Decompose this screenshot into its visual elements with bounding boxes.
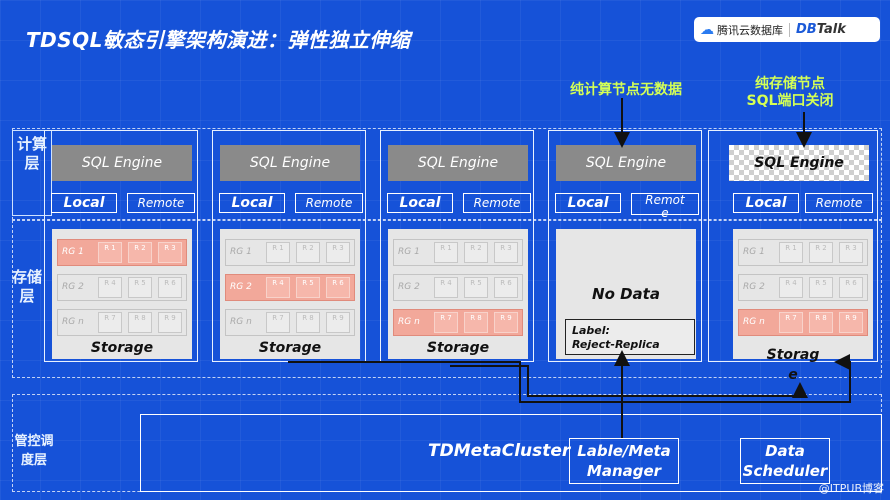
reject-replica-label: Label: Reject-Replica xyxy=(565,319,695,355)
replica-cell: R 4 xyxy=(434,277,458,298)
tdmetacluster-box xyxy=(140,414,882,492)
replica-cell: R 3 xyxy=(494,242,518,263)
no-data-label: No Data xyxy=(592,285,660,303)
remote-box: Remote xyxy=(463,193,531,213)
replica-cell: R 6 xyxy=(158,277,182,298)
replica-cell: R 3 xyxy=(326,242,350,263)
node-column-2: SQL Engine Local Remote RG 1 R 1 R 2 R 3… xyxy=(212,130,366,362)
storage-label-wrapped: Storag e xyxy=(766,347,820,383)
replica-cell: R 1 xyxy=(434,242,458,263)
compute-layer-label-box xyxy=(12,130,52,216)
local-box: Local xyxy=(733,193,799,213)
replica-cell: R 2 xyxy=(809,242,833,263)
replica-cell: R 8 xyxy=(464,312,488,333)
local-box: Local xyxy=(51,193,117,213)
replica-cell: R 1 xyxy=(779,242,803,263)
replica-cell: R 4 xyxy=(98,277,122,298)
local-box: Local xyxy=(219,193,285,213)
remote-box: Remote xyxy=(127,193,195,213)
mgmt-layer-label: 管控调度层 xyxy=(14,434,54,468)
replica-cell: R 8 xyxy=(296,312,320,333)
rg-row-2: RG 2 R 4 R 5 R 6 xyxy=(393,274,523,301)
rg-row-1: RG 1 R 1 R 2 R 3 xyxy=(393,239,523,266)
rg-row-1: RG 1 R 1 R 2 R 3 xyxy=(57,239,187,266)
node-column-3: SQL Engine Local Remote RG 1 R 1 R 2 R 3… xyxy=(380,130,534,362)
sql-engine: SQL Engine xyxy=(220,145,360,181)
replica-cell: R 3 xyxy=(158,242,182,263)
rg-row-n: RG n R 7 R 8 R 9 xyxy=(225,309,355,336)
compute-layer-label: 计算层 xyxy=(17,135,48,172)
rg-row-n: RG n R 7 R 8 R 9 xyxy=(393,309,523,336)
storage-layer-label: 存储层 xyxy=(12,268,43,305)
replica-cell: R 5 xyxy=(296,277,320,298)
replica-cell: R 5 xyxy=(464,277,488,298)
replica-cell: R 6 xyxy=(494,277,518,298)
rg-row-2: RG 2 R 4 R 5 R 6 xyxy=(57,274,187,301)
storage-block: RG 1 R 1 R 2 R 3 RG 2 R 4 R 5 R 6 RG n R… xyxy=(733,229,873,359)
storage-label: Storage xyxy=(258,340,322,356)
storage-label: Storage xyxy=(426,340,490,356)
storage-link xyxy=(288,354,851,403)
storage-block: RG 1 R 1 R 2 R 3 RG 2 R 4 R 5 R 6 RG n R… xyxy=(52,229,192,359)
brand-dbtalk: DBTalk xyxy=(796,22,846,37)
watermark: @ITPUB博客 xyxy=(818,482,884,495)
replica-cell: R 5 xyxy=(809,277,833,298)
node-column-1: SQL Engine Local Remote RG 1 R 1 R 2 R 3… xyxy=(44,130,198,362)
replica-cell: R 3 xyxy=(839,242,863,263)
rg-row-2: RG 2 R 4 R 5 R 6 xyxy=(225,274,355,301)
replica-cell: R 8 xyxy=(128,312,152,333)
local-box: Local xyxy=(387,193,453,213)
replica-cell: R 9 xyxy=(839,312,863,333)
replica-cell: R 2 xyxy=(128,242,152,263)
storage-block: RG 1 R 1 R 2 R 3 RG 2 R 4 R 5 R 6 RG n R… xyxy=(220,229,360,359)
replica-cell: R 9 xyxy=(326,312,350,333)
rg-row-2: RG 2 R 4 R 5 R 6 xyxy=(738,274,868,301)
replica-cell: R 1 xyxy=(98,242,122,263)
replica-cell: R 7 xyxy=(98,312,122,333)
replica-cell: R 2 xyxy=(464,242,488,263)
local-box: Local xyxy=(555,193,621,213)
scheduler-link xyxy=(450,365,808,398)
replica-cell: R 8 xyxy=(809,312,833,333)
storage-only-note: 纯存储节点 SQL端口关闭 xyxy=(746,76,834,109)
storage-block: RG 1 R 1 R 2 R 3 RG 2 R 4 R 5 R 6 RG n R… xyxy=(388,229,528,359)
storage-label: Storage xyxy=(90,340,154,356)
sql-engine: SQL Engine xyxy=(52,145,192,181)
replica-cell: R 6 xyxy=(839,277,863,298)
storage-layer-frame xyxy=(12,220,882,378)
cloud-icon: ☁ xyxy=(700,21,714,38)
rg-row-n: RG n R 7 R 8 R 9 xyxy=(57,309,187,336)
sql-engine-disabled: SQL Engine xyxy=(729,145,869,181)
replica-cell: R 4 xyxy=(266,277,290,298)
replica-cell: R 9 xyxy=(158,312,182,333)
replica-cell: R 2 xyxy=(296,242,320,263)
replica-cell: R 7 xyxy=(434,312,458,333)
replica-cell: R 7 xyxy=(779,312,803,333)
brand-cloud-text: 腾讯云数据库 xyxy=(717,23,783,37)
replica-cell: R 7 xyxy=(266,312,290,333)
replica-cell: R 9 xyxy=(494,312,518,333)
replica-cell: R 4 xyxy=(779,277,803,298)
brand-logo: ☁ 腾讯云数据库 DBTalk xyxy=(694,17,880,42)
sql-engine: SQL Engine xyxy=(556,145,696,181)
compute-only-note: 纯计算节点无数据 xyxy=(570,82,682,98)
replica-cell: R 1 xyxy=(266,242,290,263)
sql-engine: SQL Engine xyxy=(388,145,528,181)
rg-row-1: RG 1 R 1 R 2 R 3 xyxy=(738,239,868,266)
brand-divider xyxy=(789,22,790,37)
replica-cell: R 5 xyxy=(128,277,152,298)
remote-box: Remote xyxy=(805,193,873,213)
node-column-5: SQL Engine Local Remote RG 1 R 1 R 2 R 3… xyxy=(708,130,878,383)
page-title: TDSQL敏态引擎架构演进：弹性独立伸缩 xyxy=(26,28,411,52)
tdmetacluster-label: TDMetaCluster xyxy=(428,441,571,461)
replica-cell: R 6 xyxy=(326,277,350,298)
rg-row-1: RG 1 R 1 R 2 R 3 xyxy=(225,239,355,266)
rg-row-n: RG n R 7 R 8 R 9 xyxy=(738,309,868,336)
remote-box: Remote xyxy=(295,193,363,213)
